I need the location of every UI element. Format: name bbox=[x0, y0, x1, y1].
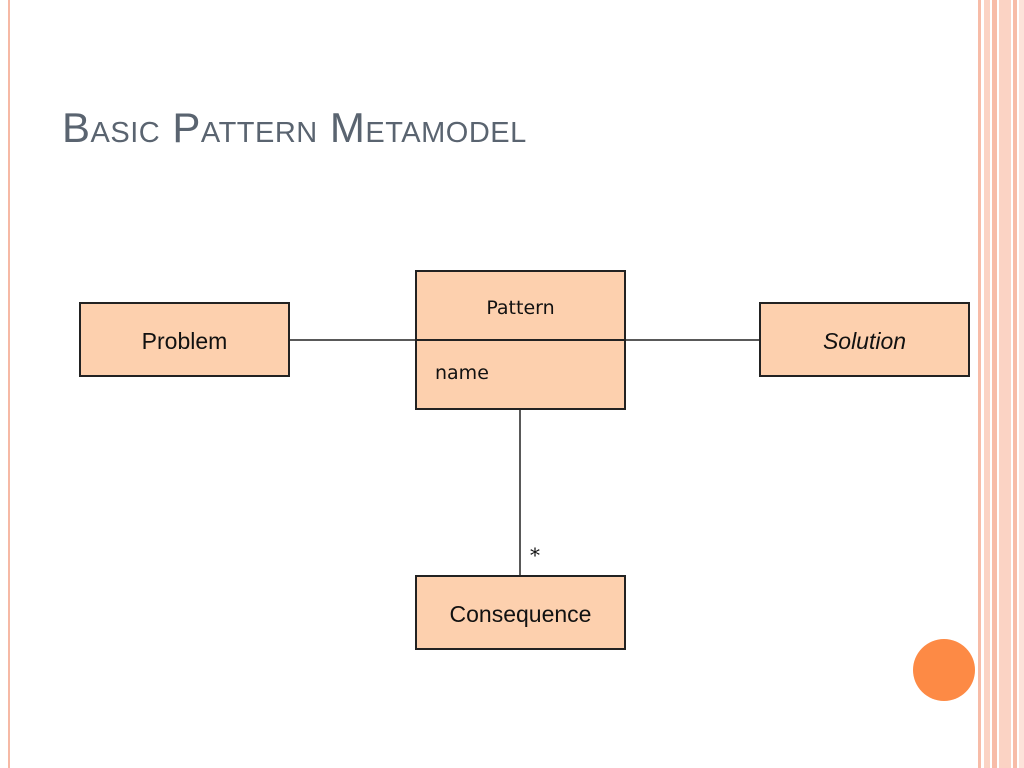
pattern-class-name: Pattern bbox=[486, 297, 555, 319]
multiplicity-label: * bbox=[530, 543, 540, 567]
consequence-class-name: Consequence bbox=[449, 601, 592, 627]
right-border-stripe bbox=[1013, 0, 1017, 768]
right-border-stripe bbox=[978, 0, 981, 768]
right-border-stripe bbox=[1019, 0, 1024, 768]
pattern-attribute: name bbox=[435, 362, 489, 384]
accent-circle bbox=[913, 639, 975, 701]
right-border-stripe bbox=[999, 0, 1011, 768]
pattern-class-box: Pattern name bbox=[415, 270, 626, 410]
solution-class-box: Solution bbox=[759, 302, 970, 377]
right-border-stripe bbox=[992, 0, 997, 768]
left-border-line bbox=[8, 0, 10, 768]
consequence-class-box: Consequence bbox=[415, 575, 626, 650]
class-compartment-divider bbox=[417, 339, 624, 341]
problem-class-box: Problem bbox=[79, 302, 290, 377]
problem-class-name: Problem bbox=[141, 328, 228, 354]
solution-class-name: Solution bbox=[822, 328, 907, 354]
slide-title: Basic Pattern Metamodel bbox=[62, 104, 527, 151]
right-border-stripe bbox=[984, 0, 990, 768]
